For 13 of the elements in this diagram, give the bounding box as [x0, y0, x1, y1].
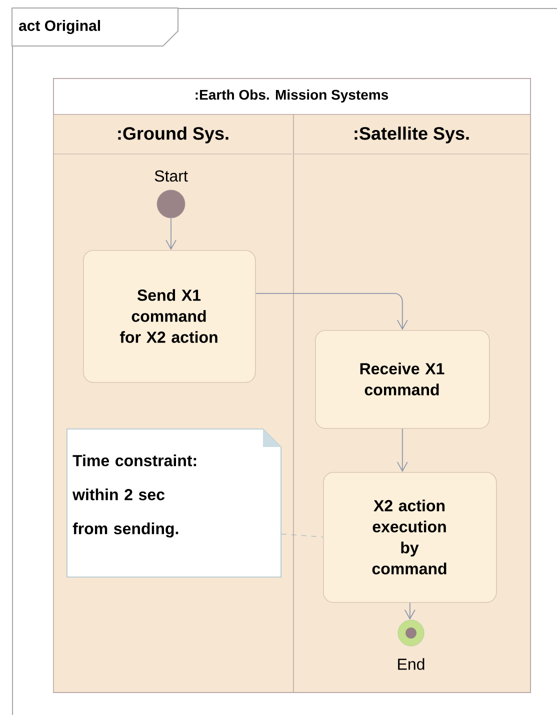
final-node	[398, 620, 424, 646]
action-box: X2 action execution by command	[323, 472, 497, 603]
initial-node	[156, 190, 186, 218]
action-box: Receive X1 command	[315, 330, 490, 429]
arrow	[255, 292, 408, 330]
arrow	[166, 218, 176, 250]
arrow	[404, 602, 416, 620]
node-label: Start	[154, 170, 188, 182]
note: Time constraint: within 2 sec from sending.	[66, 428, 282, 578]
node-label: End	[398, 658, 424, 670]
action-box: Send X1 command for X2 action	[83, 250, 256, 383]
arrow	[396, 428, 408, 472]
leader-line	[281, 534, 324, 538]
